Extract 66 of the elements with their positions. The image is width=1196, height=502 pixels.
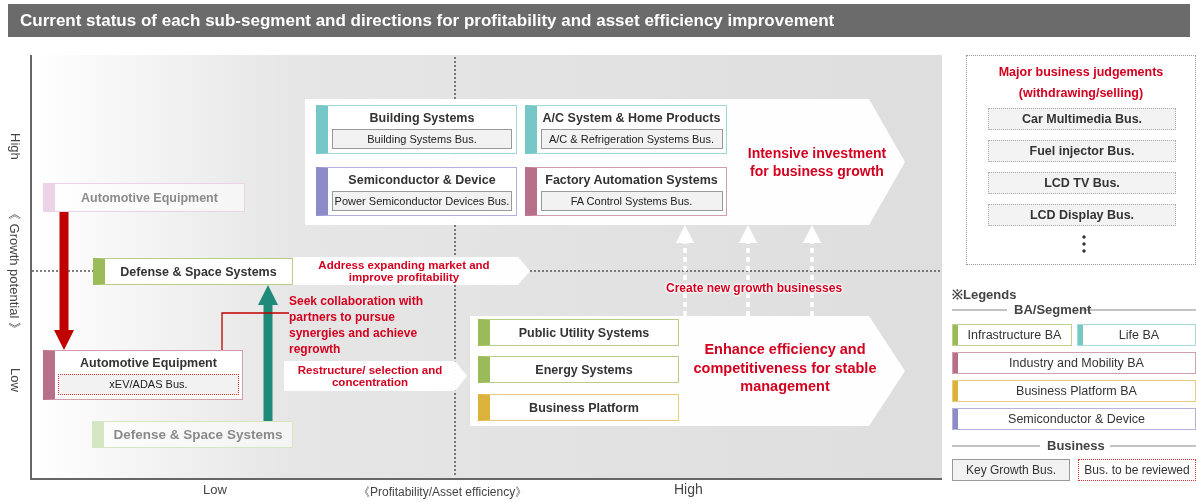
title-bar: Current status of each sub-segment and directions for profitability and asset efficiency improvement — [8, 4, 1190, 37]
business-box: FA Control Systems Bus. — [540, 190, 723, 211]
strategy-text: Intensive investment for business growth — [746, 143, 888, 181]
business-box: LCD Display Bus. — [988, 204, 1176, 226]
business-box: Fuel injector Bus. — [988, 140, 1176, 162]
segment-box — [43, 183, 245, 212]
segment-box — [525, 105, 727, 154]
strategy-text: Address expanding market and improve profitability — [317, 257, 491, 285]
segment-title: Energy Systems — [535, 362, 633, 377]
segment-box — [478, 356, 679, 383]
arrow-caption: Create new growth businesses — [666, 281, 843, 295]
axis-label: 《Profitability/Asset efficiency》 — [358, 484, 528, 501]
dashed-arrow — [739, 225, 757, 316]
dashed-arrow — [676, 225, 694, 316]
legend-text: Business Platform BA — [1015, 383, 1138, 400]
judgement-panel — [966, 55, 1196, 265]
segment-title: Building Systems — [369, 110, 475, 125]
business-box: LCD TV Bus. — [988, 172, 1176, 194]
segment-box — [478, 319, 679, 346]
business-box: xEV/ADAS Bus. — [58, 373, 239, 395]
legend-text: Industry and Mobility BA — [1008, 355, 1145, 372]
segment-box — [316, 105, 517, 154]
axis-label: Low — [203, 482, 227, 497]
segment-title: Defense & Space Systems — [113, 427, 283, 442]
panel-heading: Major business judgements (withdrawing/selling) — [997, 64, 1165, 102]
legend-text: Life BA — [1117, 327, 1161, 344]
chevron-band — [293, 257, 530, 285]
segment-box — [92, 421, 293, 448]
segment-box — [43, 350, 243, 400]
segment-title: Factory Automation Systems — [545, 172, 718, 187]
segment-title: Public Utility Systems — [518, 325, 650, 340]
segment-title: Automotive Equipment — [80, 355, 217, 370]
segment-title: Semiconductor & Device — [348, 172, 496, 187]
leader-line — [221, 312, 290, 351]
business-box: Car Multimedia Bus. — [988, 108, 1176, 130]
legend-text: Semiconductor & Device — [1007, 411, 1146, 428]
strategy-note: Seek collaboration with partners to pursue synergies and achieve regrowth — [289, 293, 449, 357]
chevron-band — [305, 99, 905, 225]
axis-label: 《 Growth potential 》 — [6, 207, 23, 335]
business-box: Building Systems Bus. — [332, 128, 512, 149]
segment-title: Business Platform — [529, 400, 639, 415]
segment-box — [525, 167, 727, 216]
chevron-band — [284, 361, 467, 391]
axis-label: Low — [8, 368, 23, 392]
strategy-text: Enhance efficiency and competitiveness for stable management — [692, 339, 878, 397]
legend-text: Infrastructure BA — [966, 327, 1063, 344]
business-box: Power Semiconductor Devices Bus. — [332, 190, 512, 211]
axis-label: High — [8, 133, 23, 160]
chevron-band — [470, 316, 905, 426]
business-box: A/C & Refrigeration Systems Bus. — [540, 128, 723, 149]
legend-text: Bus. to be reviewed — [1084, 463, 1190, 477]
dashed-arrow — [803, 225, 821, 316]
legend-text: Key Growth Bus. — [965, 463, 1056, 477]
strategy-text: Restructure/ selection and concentration — [296, 362, 444, 390]
segment-box — [478, 394, 679, 421]
segment-title: Automotive Equipment — [81, 190, 218, 205]
arrow — [54, 212, 74, 350]
arrow — [258, 285, 278, 421]
segment-title: Defense & Space Systems — [120, 264, 277, 279]
legend-heading: BA/Segment — [1014, 302, 1092, 317]
segment-box — [316, 167, 517, 216]
axis-label: High — [674, 481, 703, 497]
segment-title: A/C System & Home Products — [542, 110, 721, 125]
legend-heading: Business — [1047, 438, 1105, 453]
segment-box — [93, 258, 293, 285]
legend-heading: ※Legends — [952, 286, 1017, 303]
